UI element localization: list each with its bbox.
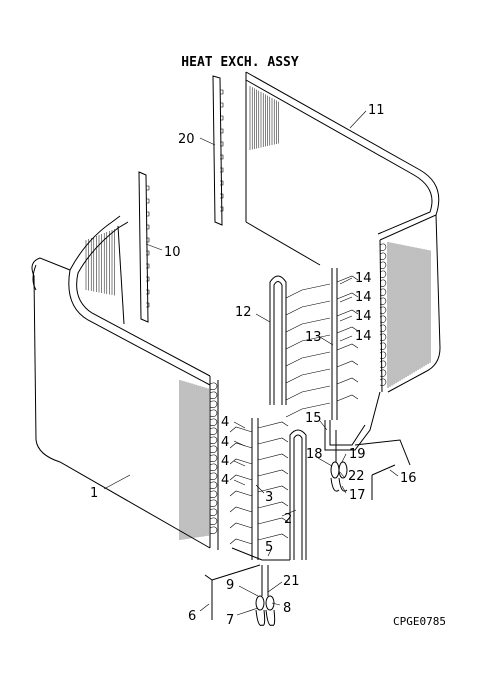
callout-6: 6 [188, 609, 196, 624]
callout-3: 3 [265, 490, 273, 505]
callout-22: 22 [348, 469, 365, 484]
side-plate-10 [138, 171, 150, 323]
callout-1: 1 [90, 486, 98, 501]
callout-14a: 14 [355, 271, 372, 286]
callout-14b: 14 [355, 290, 372, 305]
distributor-pipe-assembly-left [204, 418, 307, 626]
callout-20: 20 [178, 132, 195, 147]
callout-18: 18 [306, 447, 323, 462]
callout-9: 9 [226, 578, 234, 593]
callout-4b: 4 [221, 435, 229, 450]
callout-10: 10 [164, 245, 181, 260]
callout-13: 13 [305, 330, 322, 345]
drawing-code: CPGE0785 [393, 615, 446, 628]
diagram-title: HEAT EXCH. ASSY [181, 55, 299, 70]
callout-11: 11 [368, 103, 385, 118]
callout-2: 2 [284, 512, 292, 527]
callout-labels: 1 2 3 4 4 4 4 5 6 7 8 9 10 11 12 13 14 1… [90, 103, 417, 628]
leader-lines [103, 110, 399, 616]
callout-15: 15 [305, 411, 322, 426]
rear-heat-exchanger-coil [245, 71, 441, 393]
callout-16: 16 [400, 471, 417, 486]
callout-17: 17 [349, 488, 366, 503]
callout-8: 8 [283, 601, 291, 616]
callout-14d: 14 [355, 329, 372, 344]
callout-5: 5 [265, 540, 273, 555]
front-heat-exchanger-coil [31, 215, 219, 550]
distributor-pipe-assembly-right [269, 268, 411, 500]
callout-14c: 14 [355, 309, 372, 324]
callout-4a: 4 [221, 415, 229, 430]
callout-4c: 4 [221, 454, 229, 469]
callout-12: 12 [235, 305, 252, 320]
side-plate-20 [212, 75, 224, 226]
callout-4d: 4 [221, 473, 229, 488]
callout-7: 7 [226, 613, 234, 628]
callout-19: 19 [349, 447, 366, 462]
callout-21: 21 [283, 574, 300, 589]
